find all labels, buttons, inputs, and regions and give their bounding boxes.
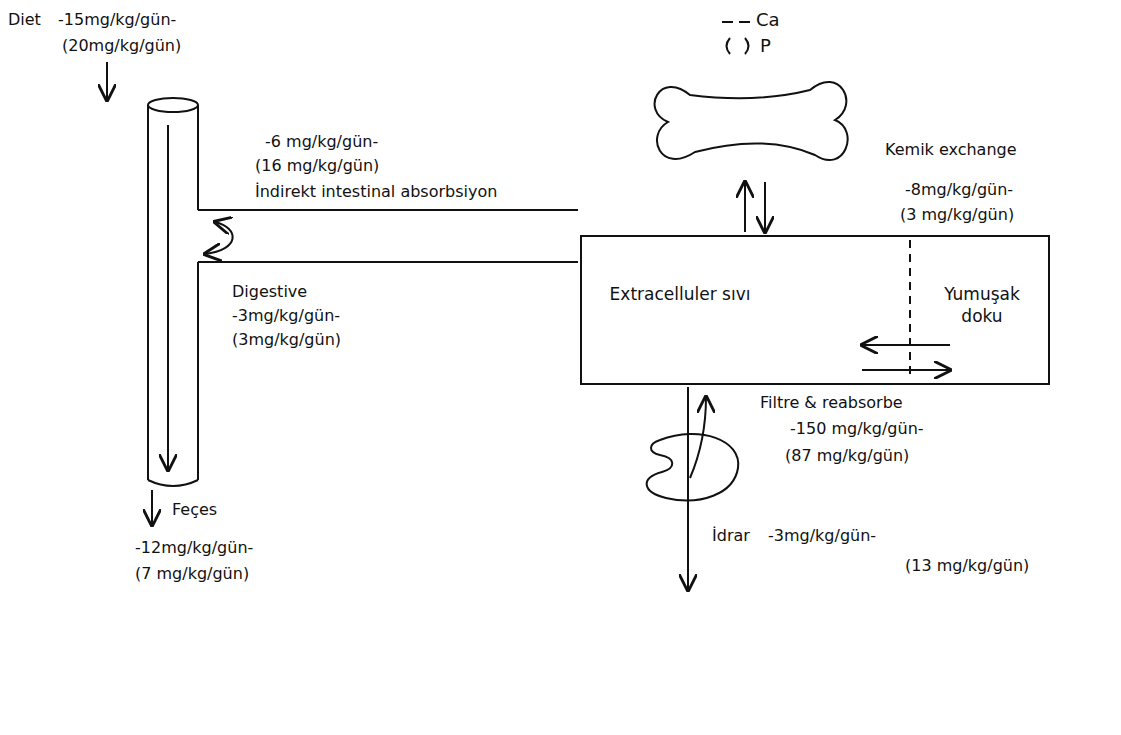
flow-label: (87 mg/kg/gün) [785,446,909,466]
flow-label: (13 mg/kg/gün) [905,556,1029,576]
compartment-label: Yumuşak doku [922,283,1042,327]
flow-label: -12mg/kg/gün- [135,538,253,558]
legend-text: P [760,36,771,56]
flow-label: -3mg/kg/gün- [768,526,876,546]
flow-label: İndirekt intestinal absorbsiyon [255,182,497,202]
flow-label: -15mg/kg/gün- [58,10,176,30]
flow-label: -150 mg/kg/gün- [790,419,924,439]
flow-label: (7 mg/kg/gün) [135,564,249,584]
flow-label: Feçes [172,500,217,520]
compartment-box: Extracelluler sıvı Yumuşak doku [580,235,1050,385]
flow-label: -3mg/kg/gün- [232,306,340,326]
flow-label: -8mg/kg/gün- [905,180,1013,200]
flow-label: -6 mg/kg/gün- [265,132,378,152]
flow-label: (3mg/kg/gün) [232,330,341,350]
compartment-label: Extracelluler sıvı [600,283,760,305]
flow-label: (3 mg/kg/gün) [900,205,1014,225]
flow-label: Kemik exchange [885,140,1017,160]
flow-label: (20mg/kg/gün) [62,36,181,56]
flow-label: İdrar [712,526,750,546]
flow-label: Digestive [232,282,307,302]
flow-label: Diet [8,10,41,30]
flow-label: Filtre & reabsorbe [760,393,903,413]
flow-label: (16 mg/kg/gün) [255,156,379,176]
legend-text: Ca [756,10,780,30]
